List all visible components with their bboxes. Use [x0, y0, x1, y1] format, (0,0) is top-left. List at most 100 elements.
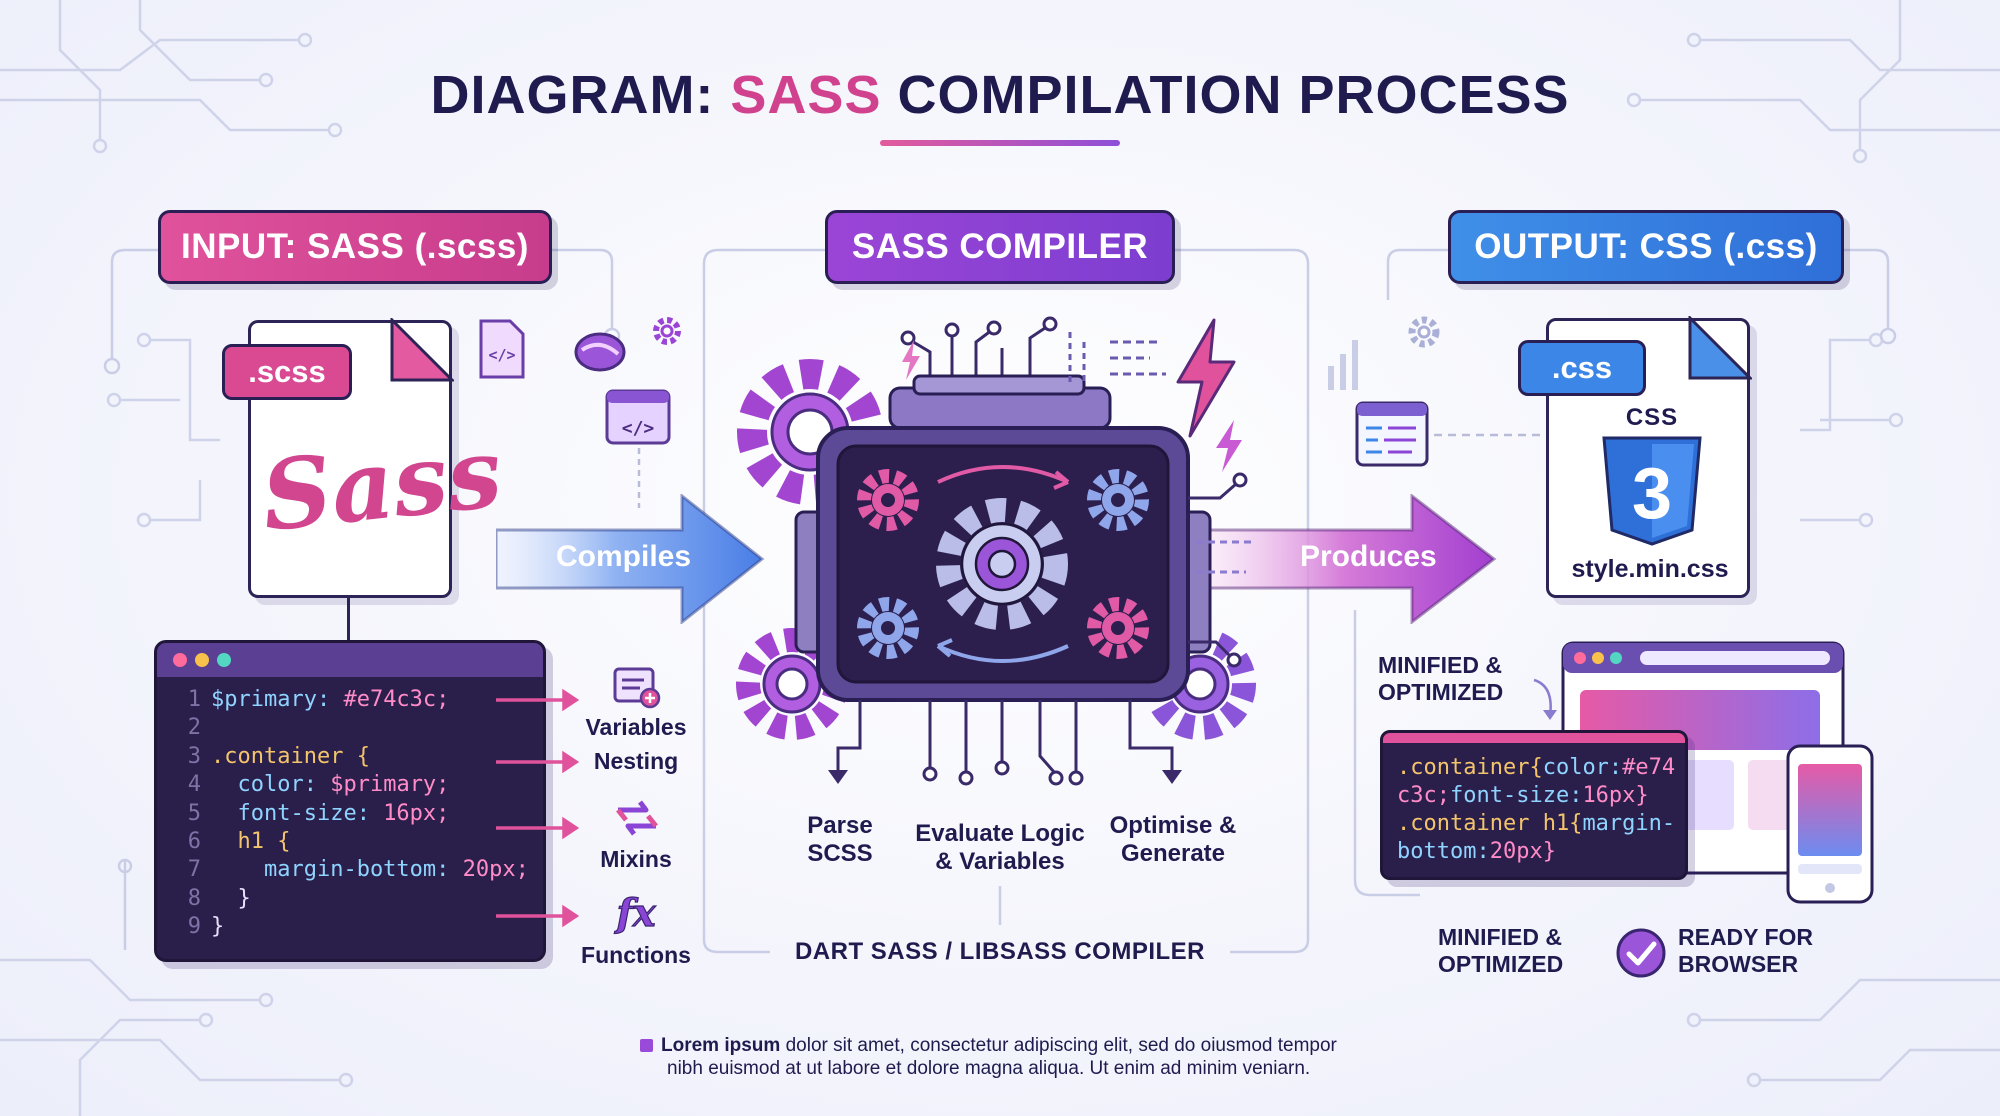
ready-line2: BROWSER — [1678, 951, 1799, 977]
footer-text1: dolor sit amet, consectetur adipiscing e… — [780, 1035, 1337, 1056]
code-line: bottom:20px} — [1397, 839, 1556, 864]
line-number: 9 — [187, 914, 201, 940]
css3-shield-icon: 3 — [1602, 436, 1702, 546]
step-evaluate-line2: & Variables — [935, 848, 1065, 875]
footer-bullet — [640, 1039, 653, 1052]
line-number: 4 — [187, 772, 201, 798]
css-code-editor: .container{color:#e74 c3c;font-size:16px}… — [1380, 730, 1688, 880]
code-token: 16px; — [383, 800, 450, 826]
line-number: 2 — [187, 715, 201, 741]
minified-note-bottom-line1: MINIFIED & — [1438, 924, 1562, 950]
note-arrow — [1533, 678, 1557, 720]
window-minimize-dot — [195, 653, 209, 667]
footer-bold: Lorem ipsum — [661, 1035, 781, 1056]
title-suffix: COMPILATION PROCESS — [881, 65, 1570, 125]
compiler-section-header: SASS COMPILER — [825, 210, 1175, 284]
code-token: font-size: — [211, 800, 384, 826]
line-number: 3 — [187, 743, 201, 769]
feature-arrows — [496, 688, 580, 928]
minified-note-top-line2: OPTIMIZED — [1378, 679, 1504, 705]
code-token: color: — [1542, 755, 1623, 780]
code-line: .container{color:#e74 — [1397, 755, 1675, 780]
code-line: .container h1{margin- — [1397, 811, 1675, 836]
code-line: 1 $primary: #e74c3c; — [157, 687, 450, 712]
css3-logo-word: CSS — [1625, 404, 1679, 431]
editor-titlebar — [157, 643, 543, 677]
step-parse-line2: SCSS — [807, 840, 873, 867]
title-underline — [880, 140, 1120, 146]
code-token: c3c; — [1397, 783, 1450, 808]
code-line: 6 h1 { — [157, 829, 291, 854]
step-optimise: Optimise & Generate — [1093, 812, 1253, 868]
window-close-dot — [173, 653, 187, 667]
code-line: 3 .container { — [157, 744, 370, 769]
code-token: #e74 — [1622, 755, 1676, 780]
css3-digit: 3 — [1632, 454, 1672, 534]
code-token: font-size: — [1449, 783, 1583, 808]
code-token: } — [211, 914, 225, 940]
minified-note-top-line1: MINIFIED & — [1378, 652, 1502, 678]
code-line: 2 — [157, 715, 211, 740]
file-corner-fold — [390, 318, 454, 382]
minified-note-bottom: MINIFIED & OPTIMIZED — [1438, 924, 1563, 978]
sass-glasses-icon — [574, 332, 626, 372]
code-token: margin- — [1582, 811, 1676, 836]
code-token: $primary; — [330, 772, 450, 798]
svg-text:</>: </> — [622, 418, 655, 439]
step-evaluate: Evaluate Logic & Variables — [900, 820, 1100, 876]
line-number: 8 — [187, 885, 201, 911]
checkmark-icon — [1616, 928, 1666, 978]
lightning-icon — [1216, 420, 1242, 472]
code-line: c3c;font-size:16px} — [1397, 783, 1649, 808]
svg-text:</>: </> — [488, 346, 515, 364]
compiles-label: Compiles — [556, 540, 692, 573]
compiles-arrow — [496, 494, 765, 624]
line-number: 7 — [187, 857, 201, 883]
step-parse: Parse SCSS — [770, 812, 910, 868]
code-token: #e74c3c; — [343, 687, 450, 712]
title-prefix: DIAGRAM: — [430, 65, 731, 125]
svg-text:fx: fx — [613, 890, 656, 935]
feature-nesting: Nesting — [593, 748, 679, 774]
css-window-icon — [1355, 401, 1429, 467]
code-token: 16px} — [1582, 783, 1649, 808]
scss-file-tag: .scss — [222, 344, 352, 400]
line-number: 6 — [187, 829, 201, 854]
produces-label: Produces — [1300, 540, 1437, 573]
footer-line1: Lorem ipsum dolor sit amet, consectetur … — [635, 1034, 1395, 1057]
code-token: 20px; — [462, 857, 529, 883]
dashed-signal — [1196, 540, 1256, 574]
code-token: .container{ — [1397, 755, 1543, 780]
compiler-engine-label: DART SASS / LIBSASS COMPILER — [794, 938, 1206, 965]
function-icon: fx — [613, 889, 658, 935]
code-token: margin-bottom: — [211, 857, 463, 883]
lightning-icon — [902, 340, 920, 380]
step-evaluate-line1: Evaluate Logic — [915, 820, 1085, 847]
code-token: .container h1{ — [1397, 811, 1583, 836]
dashed-connector — [637, 448, 641, 508]
page-title: DIAGRAM: SASS COMPILATION PROCESS — [0, 64, 2000, 126]
gear-icon — [653, 317, 681, 345]
code-line: 8 } — [157, 886, 251, 911]
feature-variables: Variables — [585, 714, 687, 740]
css-filename: style.min.css — [1571, 555, 1729, 583]
produces-arrow — [1196, 494, 1497, 624]
connector-line — [347, 598, 350, 646]
code-line: 9} — [157, 914, 225, 940]
code-token: .container { — [211, 743, 370, 769]
input-section-header: INPUT: SASS (.scss) — [158, 210, 552, 284]
gear-icon — [1408, 316, 1440, 348]
line-number: 1 — [187, 687, 201, 712]
feature-functions: Functions — [581, 942, 691, 968]
code-token: $primary: — [211, 687, 344, 712]
sass-logo: Sass — [256, 415, 507, 554]
line-number: 5 — [187, 800, 201, 826]
window-maximize-dot — [217, 653, 231, 667]
css-file-tag: .css — [1518, 340, 1646, 396]
minified-note-bottom-line2: OPTIMIZED — [1438, 951, 1564, 977]
footer-line2: nibh euismod at ut labore et dolore magn… — [667, 1058, 1311, 1079]
feature-mixins: Mixins — [600, 846, 672, 872]
output-section-header: OUTPUT: CSS (.css) — [1448, 210, 1844, 284]
footer-note: Lorem ipsum dolor sit amet, consectetur … — [635, 1034, 1395, 1080]
